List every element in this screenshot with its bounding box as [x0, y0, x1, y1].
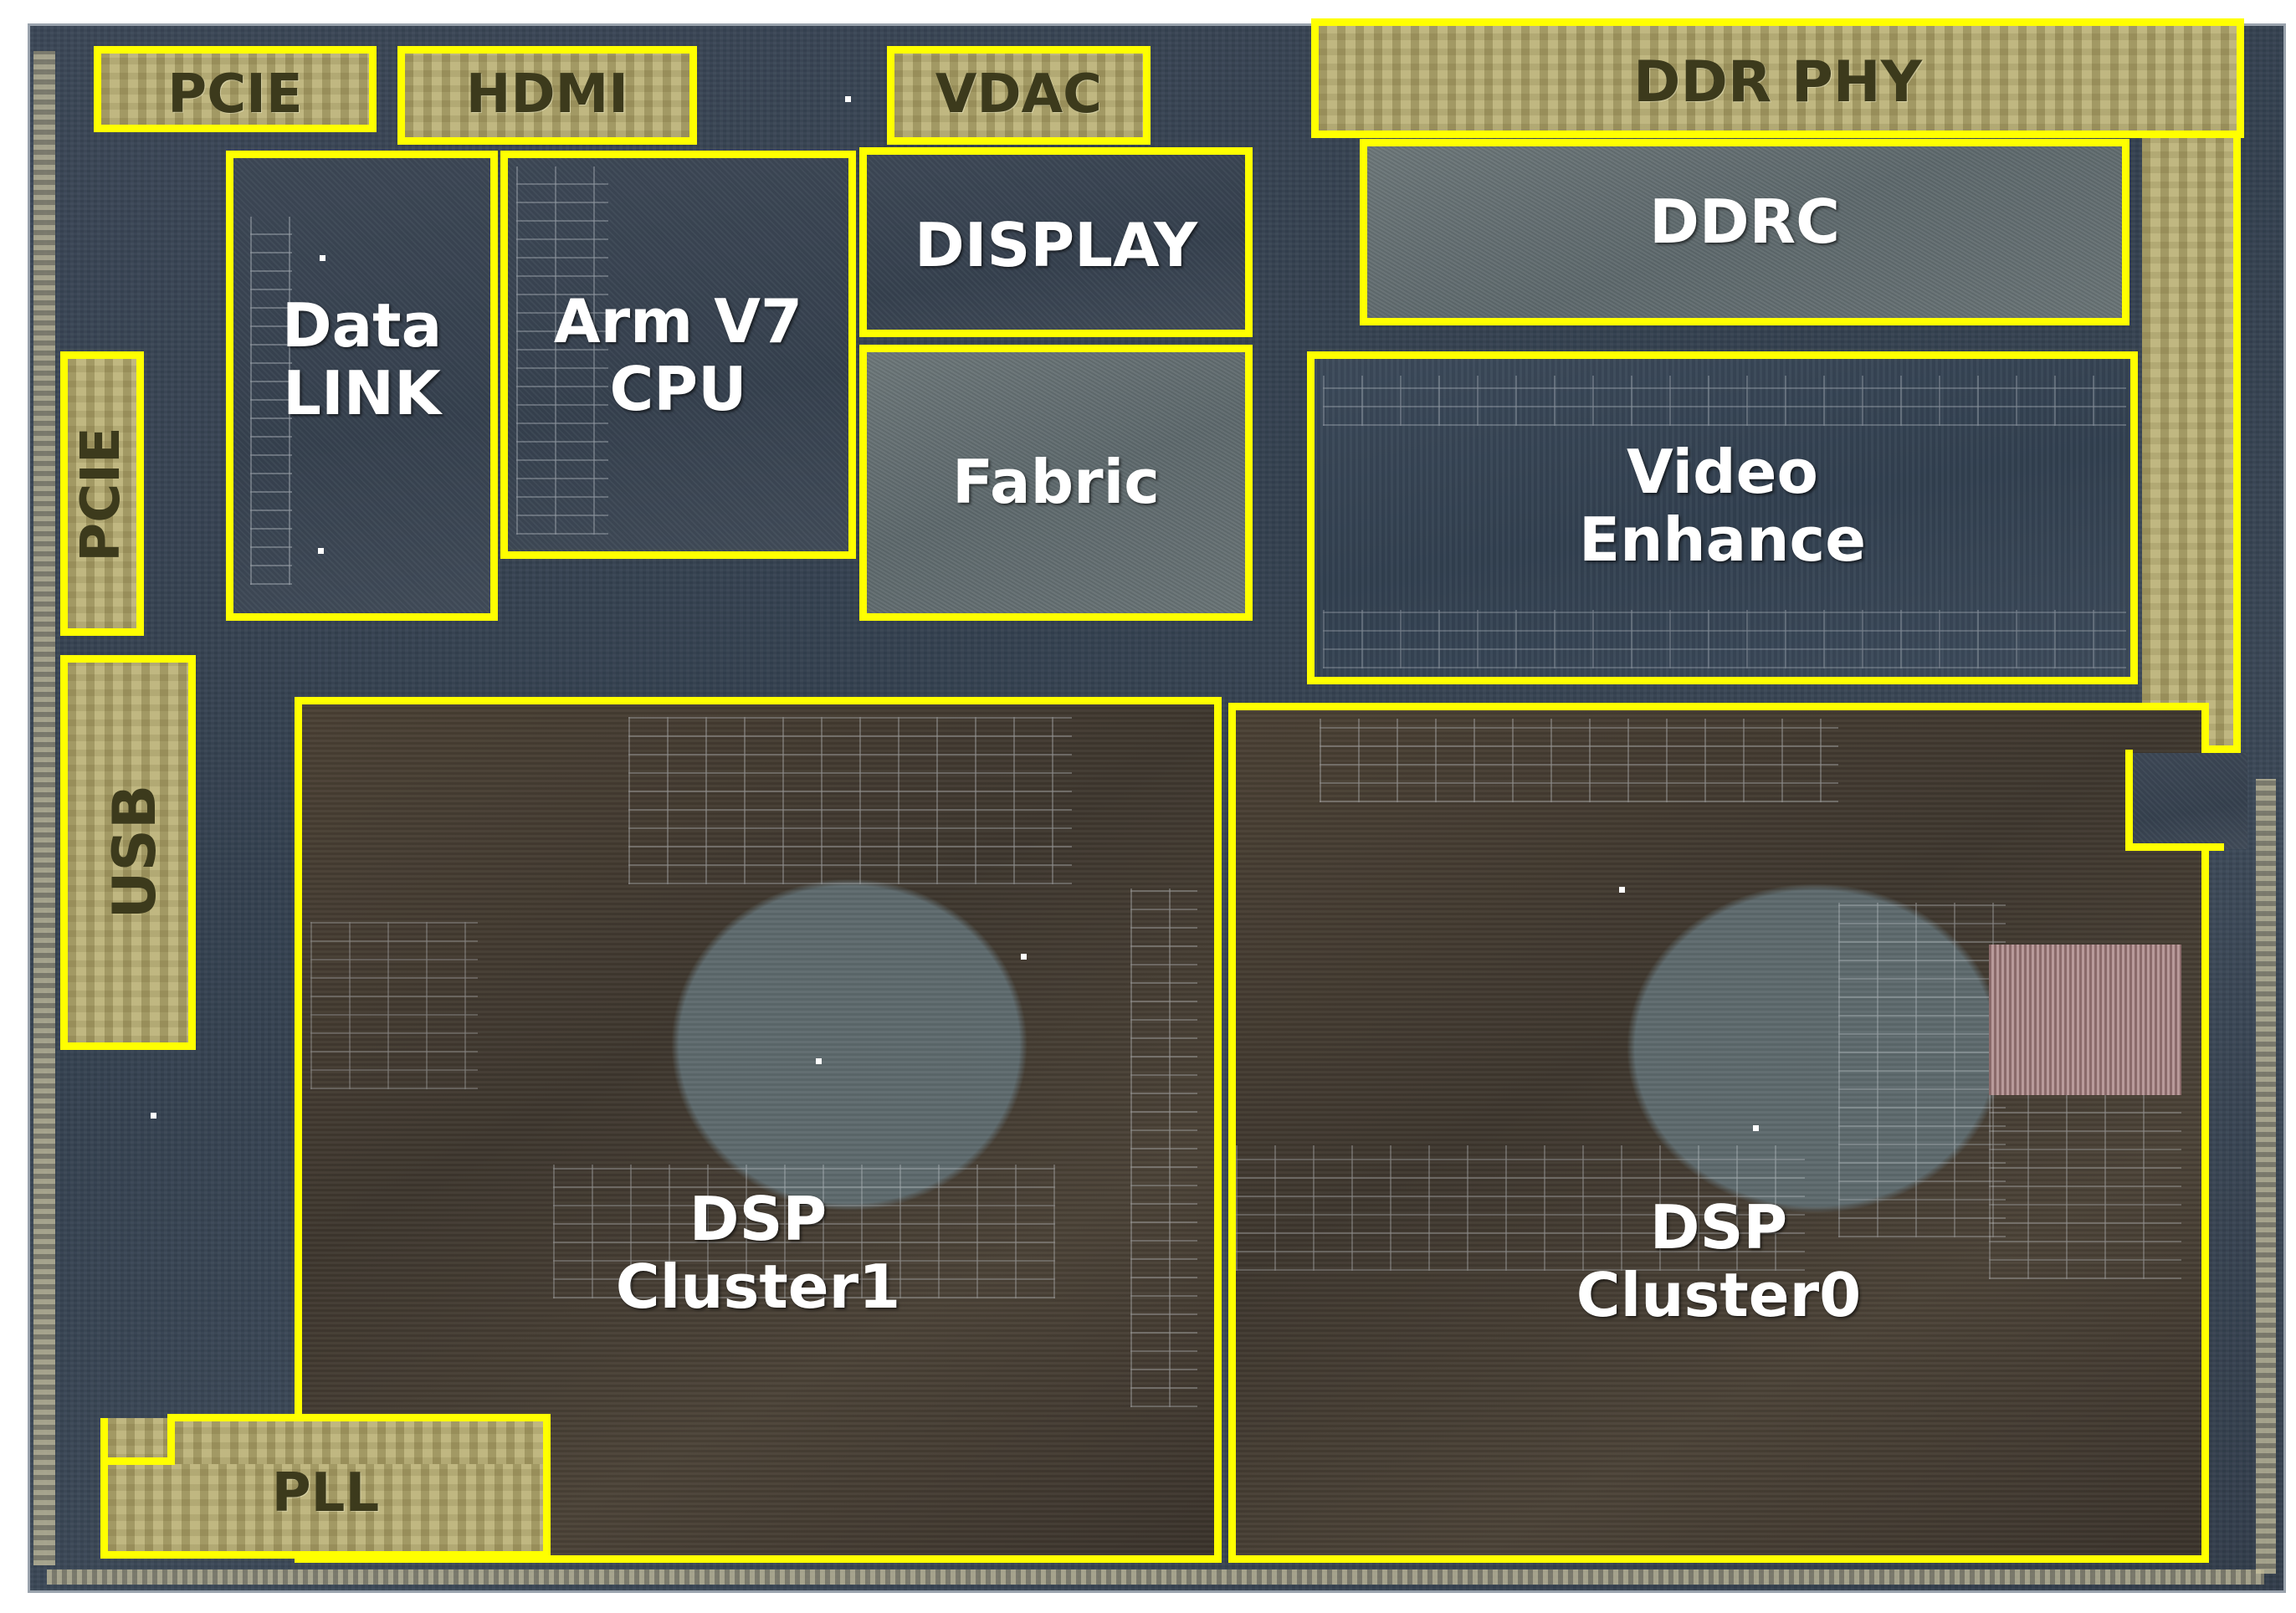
- block-hdmi[interactable]: HDMI: [397, 46, 697, 145]
- arm-cpu-grid: [516, 166, 608, 535]
- usb-label: USB: [100, 784, 169, 919]
- dsp0-notch: [2132, 753, 2247, 849]
- dsp0-grid-mid: [1236, 1145, 1805, 1271]
- dsp0-grid-edge: [1989, 1095, 2181, 1279]
- block-vdac[interactable]: VDAC: [887, 46, 1151, 145]
- video-enhance-label: Video Enhance: [1578, 437, 1867, 575]
- display-label: DISPLAY: [914, 210, 1198, 280]
- dsp0-striped-array: [1989, 945, 2181, 1095]
- hdmi-label: HDMI: [465, 64, 629, 125]
- block-display[interactable]: DISPLAY: [859, 147, 1253, 337]
- dsp0-grid-right: [1838, 903, 2006, 1237]
- io-ring-right: [2256, 779, 2276, 1574]
- io-ring-bottom: [47, 1569, 2264, 1585]
- pcie-top-label: PCIE: [167, 64, 303, 125]
- die-marker: [318, 548, 324, 554]
- block-dsp-cluster0[interactable]: DSP Cluster0: [1228, 703, 2209, 1563]
- dsp0-grid-top: [1320, 719, 1838, 802]
- ddr-phy-label: DDR PHY: [1633, 49, 1922, 115]
- block-data-link[interactable]: Data LINK: [226, 151, 498, 621]
- dsp1-grid-top: [628, 717, 1072, 884]
- block-pcie-top[interactable]: PCIE: [94, 46, 377, 132]
- block-dsp-cluster1[interactable]: DSP Cluster1: [295, 697, 1222, 1563]
- block-pcie-left[interactable]: PCIE: [60, 351, 144, 636]
- vdac-label: VDAC: [935, 64, 1103, 125]
- dsp-cluster0-label: DSP Cluster0: [1576, 1192, 1862, 1330]
- block-fabric[interactable]: Fabric: [859, 345, 1253, 621]
- dsp-cluster1-label: DSP Cluster1: [615, 1184, 901, 1322]
- die-marker: [816, 1058, 822, 1064]
- block-ddr-phy[interactable]: DDR PHY: [1311, 18, 2244, 138]
- dsp1-grid-mid: [553, 1165, 1055, 1298]
- die-marker: [1021, 954, 1027, 960]
- data-link-label: Data LINK: [281, 290, 443, 428]
- ddrc-label: DDRC: [1649, 187, 1840, 257]
- dsp0-notch-outline: [2125, 750, 2133, 850]
- fabric-label: Fabric: [952, 447, 1160, 517]
- ddr-phy-column: [2142, 138, 2241, 753]
- block-arm-cpu[interactable]: Arm V7 CPU: [500, 151, 856, 559]
- arm-cpu-label: Arm V7 CPU: [553, 286, 803, 424]
- die-marker: [320, 255, 325, 261]
- data-link-grid: [250, 217, 292, 585]
- die-marker: [845, 96, 851, 102]
- dsp1-grid-right: [1130, 888, 1197, 1407]
- io-ring-left: [33, 51, 55, 1565]
- die-marker: [1753, 1125, 1759, 1131]
- block-ddrc[interactable]: DDRC: [1360, 139, 2129, 325]
- video-enhance-grid-a: [1323, 376, 2126, 426]
- dsp0-notch-outline-h: [2125, 843, 2224, 851]
- die-marker: [1619, 887, 1625, 893]
- video-enhance-grid-b: [1323, 610, 2126, 668]
- block-usb[interactable]: USB: [60, 655, 196, 1050]
- die-marker: [151, 1113, 156, 1119]
- pll-upper: [167, 1414, 551, 1464]
- dsp1-grid-left: [310, 922, 478, 1089]
- pll-label: PLL: [271, 1462, 380, 1524]
- block-video-enhance[interactable]: Video Enhance: [1307, 351, 2138, 684]
- pll-step-top: [100, 1457, 175, 1465]
- pcie-left-label: PCIE: [70, 427, 132, 562]
